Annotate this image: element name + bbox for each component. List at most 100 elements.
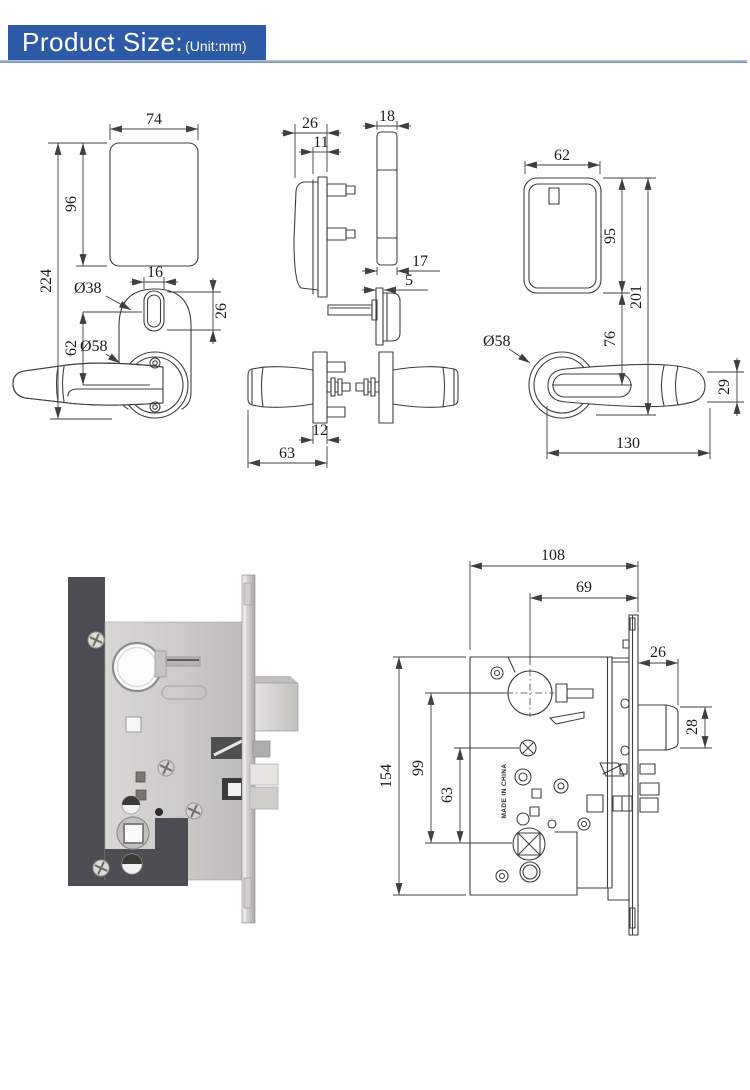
- dim-label-latch-throw: 26: [650, 644, 666, 661]
- exterior-dimensions: 74 96 224 16 26 Ø38: [38, 111, 230, 420]
- dim-label-lever-width: 29: [716, 379, 733, 395]
- lever-right-bevel: [660, 364, 665, 407]
- dim-label-base-depth: 11: [313, 134, 328, 151]
- photo-embossed-tab: [161, 685, 207, 700]
- photo-hub-block-inner: [228, 783, 241, 796]
- photo-spindle-hub: [116, 816, 150, 850]
- lever-inner-line: [67, 388, 164, 397]
- screw-post-4: [495, 869, 509, 883]
- dim-label-handle-depth: 63: [279, 445, 295, 462]
- reader-panel-outer: [523, 177, 602, 294]
- cam-collar: [555, 683, 568, 703]
- adjust-screw: [519, 739, 537, 757]
- mortise-lock-photo: [68, 574, 299, 924]
- dim-label-lever-length: 130: [616, 435, 640, 452]
- detail-circle-1: [514, 768, 532, 786]
- cylinder-slot-inner: [146, 294, 162, 328]
- emboss-tab-drawing: [549, 711, 585, 725]
- side-dimensions: 26 11 18 17 5: [247, 108, 440, 468]
- dim-label-rose-thickness: 12: [312, 422, 328, 439]
- screw-post-1: [490, 666, 504, 680]
- latch-drawing: [620, 698, 679, 756]
- photo-square-hole-small: [125, 716, 142, 733]
- screw-post-3: [577, 817, 591, 831]
- page-title: Product Size:: [22, 27, 184, 57]
- dim-label-hub-depth: 17: [412, 253, 428, 270]
- dim-label-case-height: 154: [378, 764, 395, 788]
- case-corner-seam: [507, 656, 516, 673]
- dim-label-panel-to-handle: 76: [602, 331, 619, 347]
- title-banner: Product Size: (Unit:mm): [8, 25, 266, 60]
- dim-label-reader-height: 95: [602, 228, 619, 244]
- side-base-plate: [317, 176, 328, 298]
- lever-right-inner: [552, 373, 632, 398]
- dim-label-screw-to-spindle: 63: [439, 787, 456, 803]
- lever-right-outline: [547, 363, 706, 408]
- photo-cam-bracket: [154, 650, 167, 678]
- dim-label-panel-width: 74: [146, 111, 162, 128]
- dim-label-cyl-to-handle: 62: [63, 340, 80, 356]
- dim-label-rose-dia-right: Ø58: [483, 333, 511, 350]
- lever-right-bevel-2: [674, 365, 679, 406]
- dim-label-panel-depth: 26: [302, 115, 318, 132]
- dim-label-total-height-right: 201: [628, 285, 645, 309]
- dim-label-latch-height: 28: [684, 719, 701, 735]
- unit-label: (Unit:mm): [185, 37, 247, 54]
- dim-label-reader-depth: 18: [379, 108, 395, 125]
- thumbturn-side: [327, 287, 401, 346]
- dim-label-rose-dia: Ø58: [80, 338, 108, 355]
- detail-circle-1-inner: [518, 772, 528, 782]
- detail-circle-4: [519, 861, 541, 883]
- photo-latch-bolt: [254, 676, 299, 732]
- cam-shaft: [566, 688, 594, 699]
- deadbolt-drawing: [586, 782, 660, 813]
- rose-screws: [149, 357, 161, 413]
- detail-circle-3: [547, 819, 557, 829]
- screw-post-4-inner: [498, 872, 506, 880]
- side-views: 26 11 18 17 5: [247, 108, 459, 468]
- made-in-china-stamp: MADE IN CHINA: [501, 763, 508, 818]
- exterior-front-view: 74 96 224 16 26 Ø38: [12, 111, 230, 420]
- dim-label-hub-to-spindle: 99: [410, 760, 427, 776]
- screw-post-2-inner: [557, 782, 565, 790]
- detail-circle-2: [516, 812, 530, 826]
- dim-label-reader-width: 62: [554, 147, 570, 164]
- photo-deadbolt: [249, 763, 279, 810]
- dim-label-turn-plate: 5: [405, 272, 413, 289]
- photo-edge-plate: [68, 577, 105, 886]
- screw-post-1-inner: [493, 669, 501, 677]
- mounting-posts: [326, 183, 356, 241]
- dim-label-total-height: 224: [38, 269, 55, 293]
- header-rule: [0, 60, 747, 63]
- screw-post-3-inner: [580, 820, 588, 828]
- photo-cam-pin: [165, 656, 201, 667]
- screw-post-2: [553, 778, 569, 794]
- photo-stop-hole-1: [121, 795, 141, 815]
- photo-cylinder-hole: [111, 641, 163, 693]
- dim-label-slot-height: 26: [213, 303, 230, 319]
- dim-label-case-width: 108: [541, 547, 565, 564]
- photo-slot-1: [135, 771, 146, 783]
- aux-latch-drawing: [599, 762, 656, 777]
- card-indicator-slot: [548, 187, 560, 205]
- lever-outline: [12, 362, 164, 406]
- reader-side-outline: [376, 131, 398, 266]
- lock-body-dimensions: 108 69 26 28 154 99: [378, 547, 712, 896]
- photo-pin-hole: [155, 808, 163, 816]
- photo-deadlatch-tab: [252, 740, 271, 758]
- spindle: [326, 377, 380, 397]
- detail-circle-4-inner: [522, 864, 538, 880]
- exterior-panel-outline: [109, 142, 199, 267]
- reader-panel-inner: [528, 183, 597, 289]
- spindle-hub-drawing: [512, 827, 546, 861]
- photo-edge-step2: [155, 818, 188, 886]
- photo-stop-hole-2: [121, 853, 143, 875]
- photo-aux-wedge-stripe: [213, 739, 243, 757]
- photo-slot-2: [135, 789, 147, 801]
- dim-label-escutcheon-dia: Ø38: [74, 280, 102, 297]
- faceplate-drawing: [622, 614, 639, 936]
- detail-square-2: [529, 806, 540, 817]
- interior-front-view: 62 95 201 76 Ø58 29: [483, 147, 744, 459]
